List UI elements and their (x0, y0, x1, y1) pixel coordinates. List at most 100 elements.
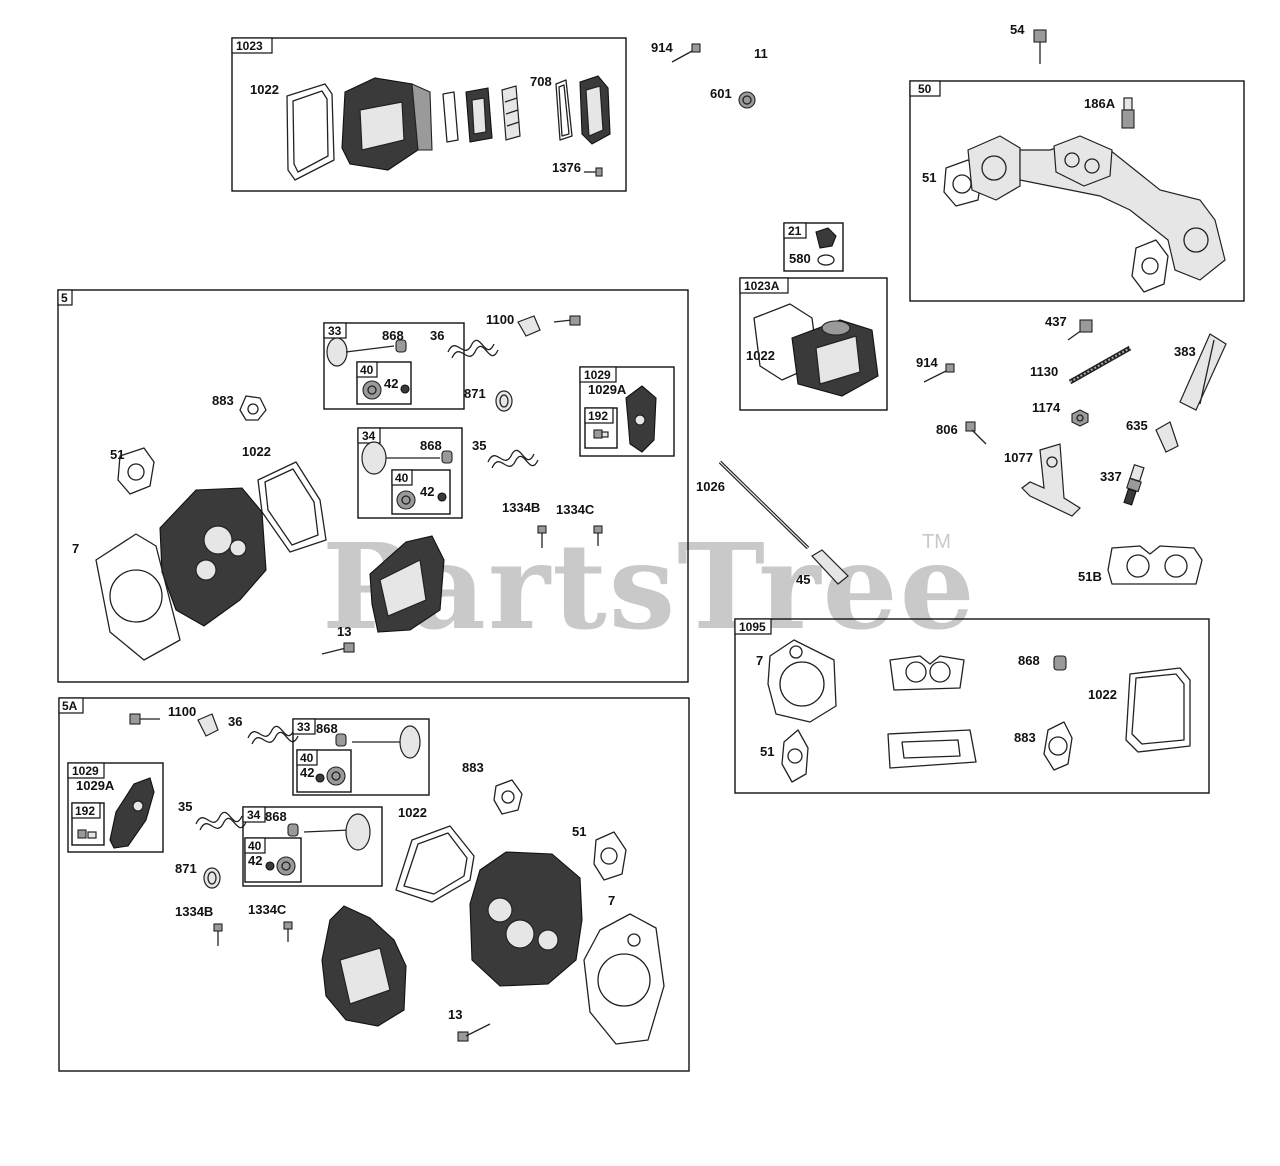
box-192-tag (584, 407, 614, 424)
label-383: 383 (1174, 344, 1196, 359)
valve-cover-gasket-box1095 (1125, 667, 1191, 753)
label-1022-box5A: 1022 (398, 805, 427, 820)
box-1023A-frame (739, 277, 888, 411)
label-1022-box1023A: 1022 (746, 348, 775, 363)
bracket-1077 (1021, 443, 1081, 517)
bolt-13-box5 (321, 642, 355, 655)
bolt-54 (1033, 29, 1047, 64)
intake-manifold-50 (967, 135, 1226, 281)
box-34-frame (357, 427, 463, 519)
oil-fill-cap (815, 227, 837, 249)
box-40a-tag (356, 361, 378, 378)
label-1174: 1174 (1032, 400, 1061, 415)
spark-plug-337 (1123, 464, 1145, 506)
valve-stem-seal-868 (395, 339, 407, 353)
gasket-51B (1107, 545, 1203, 585)
box-34-label: 34 (362, 429, 376, 443)
box-1023-tag (231, 37, 273, 54)
label-868-box1095: 868 (1018, 653, 1040, 668)
label-883-box5: 883 (212, 393, 234, 408)
label-51-box50: 51 (922, 170, 936, 185)
label-1100-box5: 1100 (486, 312, 514, 327)
box-34A-tag (242, 806, 266, 823)
screw-1376 (584, 167, 603, 177)
box-1023A-tag (739, 277, 789, 294)
o-ring-580 (817, 254, 835, 266)
box-33A-label: 33 (297, 720, 311, 734)
box-5-label: 5 (61, 291, 68, 305)
bolt-1334B-box5 (537, 525, 547, 548)
label-13-box5: 13 (337, 624, 351, 639)
valve-cover-gasket-1022 (286, 83, 335, 181)
air-guide-box5 (369, 535, 445, 633)
label-7-box5A: 7 (608, 893, 615, 908)
box-1023-frame (231, 37, 627, 192)
label-1029A-box5: 1029A (588, 382, 627, 397)
label-806: 806 (936, 422, 958, 437)
valve-cover-1023A (791, 319, 879, 397)
box-40c-tag (296, 749, 318, 766)
label-871-box5: 871 (464, 386, 486, 401)
breather-gasket-708 (555, 79, 573, 141)
watermark-trademark: TM (922, 531, 951, 553)
label-1334B-box5A: 1334B (175, 904, 213, 919)
label-883-box5A: 883 (462, 760, 484, 775)
label-54: 54 (1010, 22, 1025, 37)
label-11: 11 (754, 46, 768, 61)
rocker-pivot-box5A (197, 713, 219, 737)
box-1095-label: 1095 (739, 620, 766, 634)
valve-box33A (335, 725, 421, 759)
label-35-box5A: 35 (178, 799, 192, 814)
box-1023-label: 1023 (236, 39, 263, 53)
box-40a-label: 40 (360, 363, 374, 377)
box-1029-label: 1029 (584, 368, 611, 382)
label-1077: 1077 (1004, 450, 1033, 465)
label-1334C-box5A: 1334C (248, 902, 287, 917)
head-gasket-7-box5A (583, 913, 665, 1045)
box-34A-frame (242, 806, 383, 887)
valve-cover-gasket-box5A (395, 825, 475, 903)
label-868-box33A: 868 (316, 721, 338, 736)
ring-871 (495, 390, 513, 412)
valve-spring-box5A-35 (195, 811, 247, 831)
label-1376: 1376 (552, 160, 581, 175)
box-1029A-label: 1029 (72, 764, 99, 778)
gasket-51-box1095 (781, 729, 809, 783)
label-42-box40d: 42 (248, 853, 262, 868)
box-1029-tag (579, 366, 617, 383)
fitting-186A (1121, 97, 1135, 129)
box-50-label: 50 (918, 82, 932, 96)
label-1100-box5A: 1100 (168, 704, 196, 719)
breather-tube-11 (777, 51, 880, 167)
box-1095-frame (734, 618, 1210, 794)
air-guide-box5A (321, 905, 407, 1027)
gasket-883 (239, 395, 267, 421)
label-51B: 51B (1078, 569, 1102, 584)
breather-cover (579, 75, 611, 145)
head-gasket-7-box1095 (767, 639, 837, 723)
box-50-tag (909, 80, 941, 97)
box-1029A-frame (67, 762, 164, 853)
box-5A-label: 5A (62, 699, 78, 713)
gasket-51-box5A (593, 831, 627, 881)
label-635: 635 (1126, 418, 1148, 433)
rocker-arm-box5A (109, 777, 155, 849)
nut-1174 (1071, 409, 1089, 427)
label-36-box5A: 36 (228, 714, 242, 729)
valve-seat-box40d (265, 856, 296, 876)
rocker-arm-1029A (625, 385, 657, 453)
label-868-box33: 868 (382, 328, 404, 343)
label-1026: 1026 (696, 479, 725, 494)
valve-cover-vanguard (341, 77, 433, 171)
screw-914-mid (923, 363, 955, 383)
bolt-13-box5A (457, 1023, 491, 1042)
keeper-42b (437, 492, 447, 502)
screw-806 (965, 421, 987, 445)
label-883-box1095: 883 (1014, 730, 1036, 745)
box-1095-tag (734, 618, 772, 635)
box-5-tag (57, 289, 73, 306)
tappet-45 (811, 549, 849, 585)
label-1334B-box5: 1334B (502, 500, 540, 515)
stud-1130 (1068, 345, 1132, 385)
label-914-top: 914 (651, 40, 673, 55)
